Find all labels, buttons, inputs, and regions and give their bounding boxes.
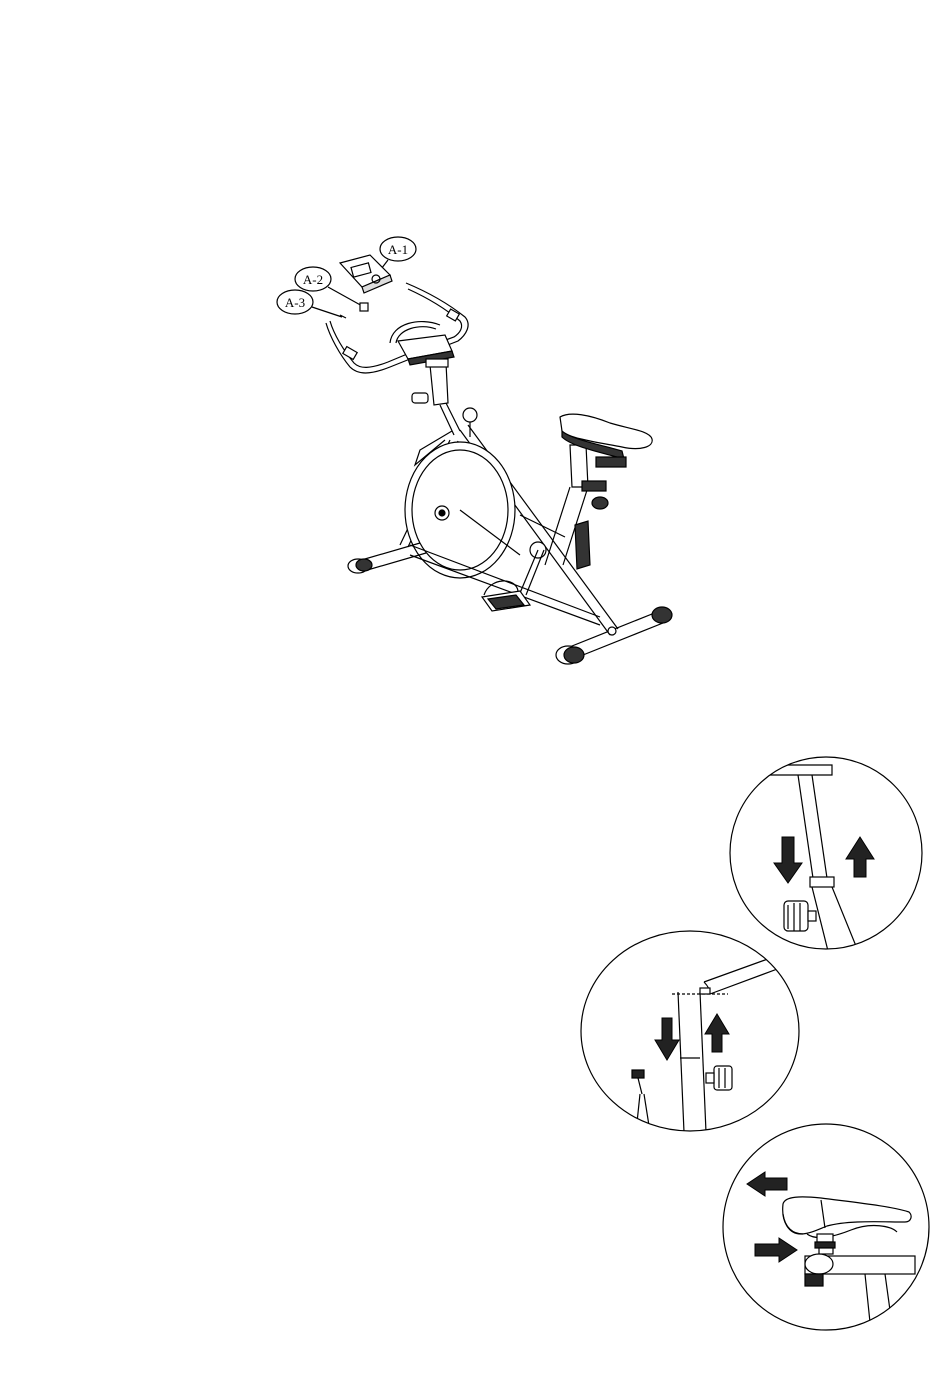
detail-seat-slide-adjust	[721, 1122, 931, 1332]
callout-a1-label: A-1	[388, 242, 408, 257]
console-part	[340, 255, 392, 293]
callout-a3: A-3	[277, 290, 342, 317]
detail-handlebar-adjust	[728, 755, 924, 951]
callout-a2-label: A-2	[303, 272, 323, 287]
callout-a3-label: A-3	[285, 295, 305, 310]
bracket-part	[360, 303, 368, 311]
detail-seat-height-adjust	[580, 930, 800, 1132]
bike-assembly-figure: A-1 A-2 A-3	[270, 225, 690, 685]
